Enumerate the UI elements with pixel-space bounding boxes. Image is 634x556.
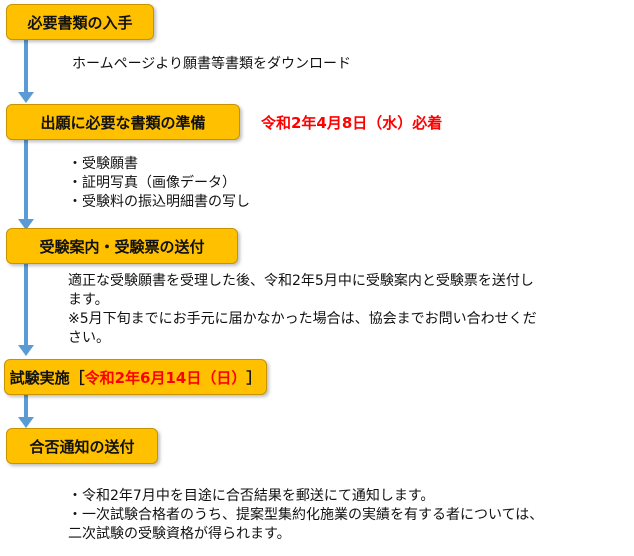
step-2-note-2: ・証明写真（画像データ） xyxy=(68,175,236,191)
step-2-note-1: ・受験願書 xyxy=(68,156,138,172)
step-3-box: 受験案内・受験票の送付 xyxy=(6,228,238,264)
step-2-note-3: ・受験料の振込明細書の写し xyxy=(68,194,250,210)
connector-2 xyxy=(24,140,28,220)
step-1-box: 必要書類の入手 xyxy=(6,4,154,40)
connector-1 xyxy=(24,40,28,93)
step-3-note-2: ます。 xyxy=(68,292,109,308)
step-4-date-close: ］ xyxy=(246,368,262,387)
step-3-label: 受験案内・受験票の送付 xyxy=(39,237,205,256)
step-5-note-1: ・令和2年7月中を目途に合否結果を郵送にて通知します。 xyxy=(68,488,435,504)
step-2-label: 出願に必要な書類の準備 xyxy=(40,113,206,132)
step-5-box: 合否通知の送付 xyxy=(6,428,158,464)
arrow-4-icon xyxy=(18,417,34,428)
arrow-1-icon xyxy=(18,92,34,103)
connector-3 xyxy=(24,264,28,346)
step-5-label: 合否通知の送付 xyxy=(29,437,135,456)
step-2-deadline: 令和2年4月8日（水）必着 xyxy=(261,114,443,132)
step-5-note-2: ・一次試験合格者のうち、提案型集約化施業の実績を有する者については、 xyxy=(68,507,544,523)
step-1-label: 必要書類の入手 xyxy=(27,13,133,32)
step-4-label: 試験実施 xyxy=(9,368,70,387)
step-1-notes: ホームページより願書等書類をダウンロード xyxy=(72,55,351,74)
step-3-note-4: さい。 xyxy=(68,330,110,346)
step-5-note-3: 二次試験の受験資格が得られます。 xyxy=(68,526,291,542)
step-3-note-3: ※5月下旬までにお手元に届かなかった場合は、協会までお問い合わせくだ xyxy=(68,311,537,327)
step-4-date-open: ［ xyxy=(69,368,85,387)
step-2-notes: ・受験願書 ・証明写真（画像データ） ・受験料の振込明細書の写し xyxy=(68,155,250,212)
step-2-box: 出願に必要な書類の準備 xyxy=(6,104,240,140)
arrow-3-icon xyxy=(18,345,34,356)
arrow-2-icon xyxy=(18,219,34,230)
step-1-note-1: ホームページより願書等書類をダウンロード xyxy=(72,56,352,72)
connector-4 xyxy=(24,395,28,418)
step-4-box: 試験実施［令和2年6月14日（日）］ xyxy=(4,359,267,395)
step-3-note-1: 適正な受験願書を受理した後、令和2年5月中に受験案内と受験票を送付し xyxy=(68,273,534,289)
step-4-date: 令和2年6月14日（日） xyxy=(84,368,247,387)
step-5-notes: ・令和2年7月中を目途に合否結果を郵送にて通知します。 ・一次試験合格者のうち、… xyxy=(68,487,543,544)
step-3-notes: 適正な受験願書を受理した後、令和2年5月中に受験案内と受験票を送付し ます。 ※… xyxy=(68,272,537,348)
